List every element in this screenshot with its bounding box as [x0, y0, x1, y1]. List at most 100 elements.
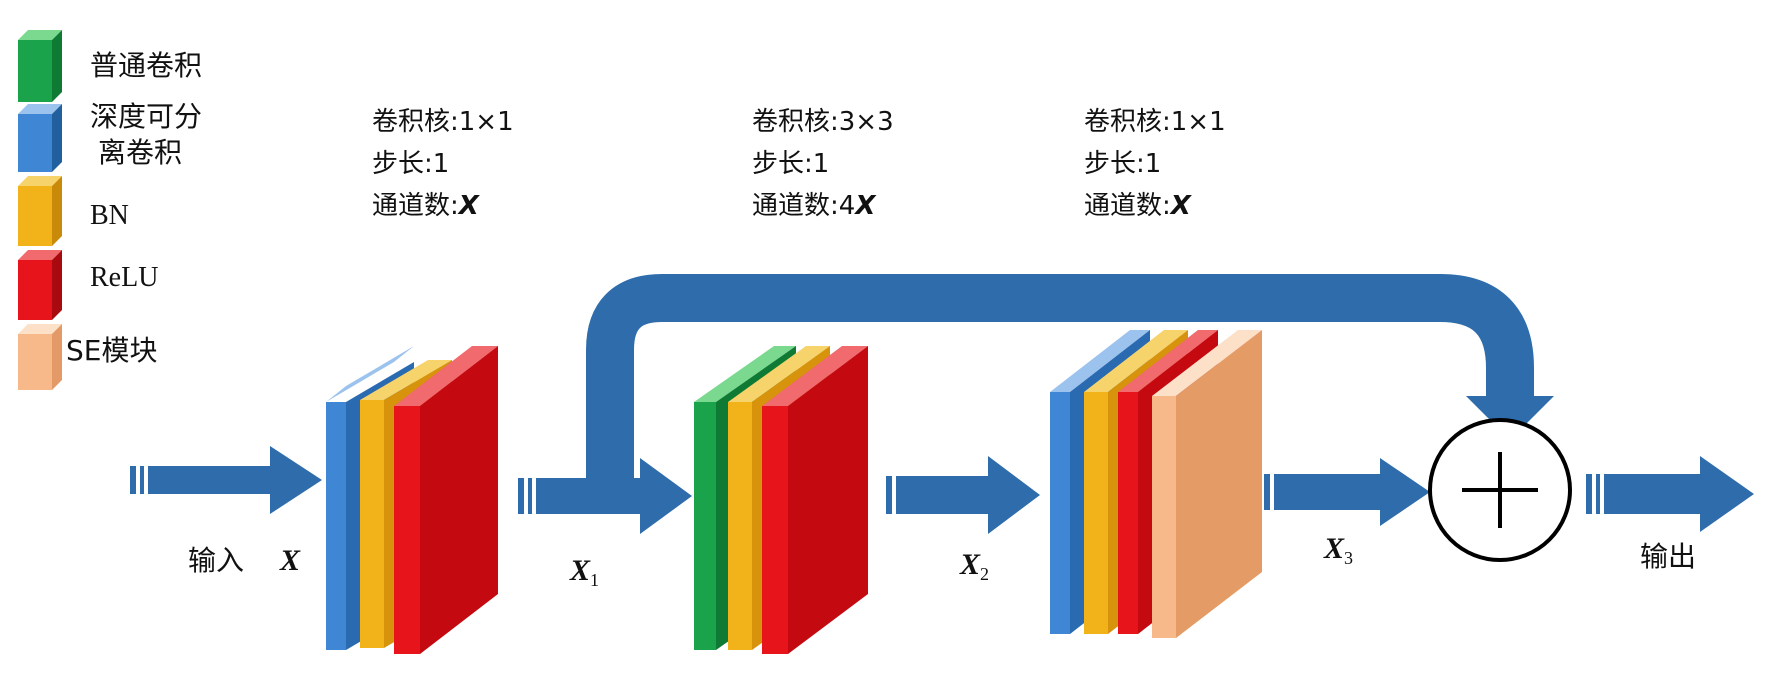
block-3-se-side	[1176, 330, 1262, 638]
x1-arrow-stripe-2	[528, 478, 532, 514]
legend-label-depthwise-line2: 离卷积	[98, 136, 182, 169]
legend-swatch-depthwise	[18, 114, 52, 172]
block-1-relu-top	[394, 346, 498, 406]
legend-swatch-depthwise-top	[18, 104, 62, 114]
block-1-depthwise-top	[326, 346, 414, 402]
skip-connection-arrow	[586, 274, 1554, 478]
legend-swatch-bn	[18, 186, 52, 246]
output-arrow	[1586, 456, 1754, 532]
block-3-relu-top	[1118, 330, 1218, 392]
legend-swatch-bn-side	[52, 176, 62, 246]
legend-swatch-conv-top	[18, 30, 62, 40]
legend-item-bn: BN	[18, 176, 129, 246]
block-1-relu-side	[420, 346, 498, 654]
block-3-kernel: 卷积核:1×1	[1084, 107, 1226, 137]
input-arrow-stripe-1	[130, 466, 136, 494]
block-3-se-face	[1152, 396, 1176, 638]
block-1-params: 卷积核:1×1 步长:1 通道数:X	[372, 107, 514, 221]
block-2-params: 卷积核:3×3 步长:1 通道数:4X	[752, 107, 894, 221]
skip-connection-path	[586, 274, 1534, 478]
block-1-layer-relu	[394, 346, 498, 654]
block-2-layers	[694, 346, 868, 654]
x3-label: X3	[1323, 532, 1353, 568]
block-2-stride: 步长:1	[752, 149, 829, 179]
block-1-channels-var: X	[457, 191, 481, 221]
legend-label-depthwise-line1: 深度可分	[90, 100, 202, 133]
x1-label: X1	[569, 554, 599, 590]
legend-swatch-bn-top	[18, 176, 62, 186]
legend-label-relu: ReLU	[90, 262, 158, 293]
x3-arrow	[1264, 458, 1430, 526]
x3-arrow-stripe-1	[1264, 474, 1270, 510]
block-3-bn-top	[1084, 330, 1188, 392]
legend-label-conv: 普通卷积	[90, 49, 202, 82]
legend-swatch-se-top	[18, 324, 62, 334]
block-1-bn-face	[360, 400, 384, 648]
legend-label-bn: BN	[90, 200, 129, 231]
block-1-depthwise-face	[326, 402, 346, 650]
x2-arrow-body	[896, 456, 1040, 534]
block-2-channels-var: X	[853, 191, 877, 221]
block-2-channels: 通道数:4X	[752, 191, 877, 221]
legend-item-se: SE模块	[18, 324, 157, 390]
x2-arrow	[886, 456, 1040, 534]
legend-swatch-relu-top	[18, 250, 62, 260]
legend: 普通卷积 深度可分 离卷积 BN ReLU SE模块	[18, 30, 202, 390]
x2-label: X2	[959, 548, 989, 584]
block-1-channels-prefix: 通道数:	[372, 191, 459, 221]
block-2-layer-relu	[762, 346, 868, 654]
x2-arrow-stripe-1	[886, 476, 892, 514]
output-label: 输出	[1640, 540, 1696, 573]
block-1-layers	[326, 346, 498, 654]
block-3-stride: 步长:1	[1084, 149, 1161, 179]
block-2-bn-top	[728, 346, 830, 402]
block-2-conv-face	[694, 402, 716, 650]
block-1-stride: 步长:1	[372, 149, 449, 179]
x1-arrow-stripe-1	[518, 478, 524, 514]
block-3-depthwise-face	[1050, 392, 1070, 634]
x1-arrow	[518, 458, 692, 534]
block-2-relu-side	[788, 346, 868, 654]
block-2-channels-prefix: 通道数:4	[752, 191, 855, 221]
legend-item-depthwise: 深度可分 离卷积	[18, 100, 202, 172]
x2-label-sub: 2	[980, 564, 989, 584]
input-arrow-stripe-2	[140, 466, 144, 494]
block-1-bn-top	[360, 360, 452, 400]
block-2-kernel: 卷积核:3×3	[752, 107, 894, 137]
block-1-relu-face	[394, 406, 420, 654]
legend-item-conv: 普通卷积	[18, 30, 202, 102]
legend-swatch-conv	[18, 40, 52, 102]
input-var-label: X	[279, 544, 301, 577]
legend-swatch-relu-side	[52, 250, 62, 320]
x3-label-base: X	[1323, 532, 1345, 565]
block-3-relu-face	[1118, 392, 1138, 634]
block-3-layer-se	[1152, 330, 1262, 638]
block-2-bn-face	[728, 402, 752, 650]
block-1-kernel: 卷积核:1×1	[372, 107, 514, 137]
x1-label-sub: 1	[590, 570, 599, 590]
output-arrow-body	[1604, 456, 1754, 532]
block-3-params: 卷积核:1×1 步长:1 通道数:X	[1084, 107, 1226, 221]
x3-arrow-body	[1274, 458, 1430, 526]
input-label: 输入	[188, 544, 244, 577]
block-2-conv-top	[694, 346, 796, 402]
block-2-relu-face	[762, 406, 788, 654]
block-2-relu-top	[762, 346, 868, 406]
x1-arrow-body	[536, 458, 692, 534]
input-arrow	[130, 446, 322, 514]
x1-label-base: X	[569, 554, 591, 587]
legend-swatch-se-side	[52, 324, 62, 390]
input-arrow-body	[148, 446, 322, 514]
legend-swatch-se	[18, 334, 52, 390]
block-3-channels: 通道数:X	[1084, 191, 1193, 221]
x3-label-sub: 3	[1344, 548, 1353, 568]
block-3-se-top	[1152, 330, 1262, 396]
block-3-channels-var: X	[1169, 191, 1193, 221]
skip-connection-arrowhead	[1466, 396, 1554, 440]
legend-label-se: SE模块	[66, 334, 157, 367]
legend-item-relu: ReLU	[18, 250, 158, 320]
block-1-channels: 通道数:X	[372, 191, 481, 221]
block-3-bn-face	[1084, 392, 1108, 634]
block-3-depthwise-top	[1050, 330, 1150, 392]
